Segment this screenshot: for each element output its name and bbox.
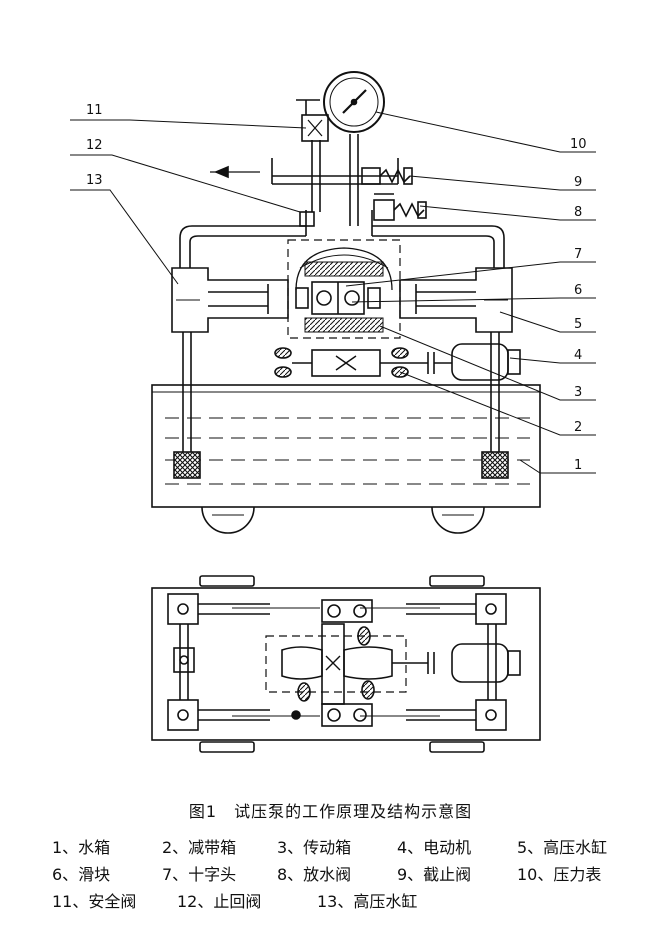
callout-labels: 1 2 3 4 5 6 7 8 9 10 11 12 13 (86, 103, 587, 473)
legend-item: 4、电动机 (397, 837, 472, 857)
figure-legend: 1、水箱 2、减带箱 3、传动箱 4、电动机 5、高压水缸 6、滑块 7、十字头… (52, 832, 652, 913)
callout-8: 8 (574, 205, 582, 220)
discharge-pipes (179, 225, 505, 268)
callout-4: 4 (574, 348, 582, 363)
leader-lines (70, 111, 596, 474)
legend-item: 12、止回阀 (177, 891, 262, 911)
callout-6: 6 (574, 283, 582, 298)
legend-row: 11、安全阀 12、止回阀 13、高压水缸 (52, 886, 652, 913)
water-tank (151, 384, 541, 508)
safety-valve (296, 99, 329, 142)
callout-10: 10 (570, 137, 587, 152)
top-valve-assembly (210, 134, 399, 236)
callout-9: 9 (574, 175, 582, 190)
pump-diagram: 1 2 3 4 5 6 7 8 9 10 11 12 13 (70, 71, 596, 753)
legend-item: 11、安全阀 (52, 891, 137, 911)
pressure-gauge (323, 71, 385, 133)
top-view (151, 575, 541, 753)
callout-3: 3 (574, 385, 582, 400)
callout-13: 13 (86, 173, 103, 188)
legend-item: 3、传动箱 (277, 837, 352, 857)
drain-valve (373, 193, 427, 221)
legend-item: 10、压力表 (517, 864, 602, 884)
front-wheels (201, 506, 485, 534)
legend-item: 9、截止阀 (397, 864, 472, 884)
electric-motor (427, 343, 521, 381)
legend-item: 5、高压水缸 (517, 837, 608, 857)
legend-item: 13、高压水缸 (317, 891, 418, 911)
legend-item: 6、滑块 (52, 864, 111, 884)
left-high-pressure-cylinder (171, 267, 289, 333)
legend-item: 8、放水阀 (277, 864, 352, 884)
figure-caption: 图1 试压泵的工作原理及结构示意图 (188, 802, 473, 821)
callout-7: 7 (574, 247, 582, 262)
legend-item: 7、十字头 (162, 864, 237, 884)
legend-row: 1、水箱 2、减带箱 3、传动箱 4、电动机 5、高压水缸 (52, 832, 652, 859)
callout-11: 11 (86, 103, 103, 118)
suction-pipes (173, 332, 509, 479)
callout-12: 12 (86, 138, 103, 153)
legend-row: 6、滑块 7、十字头 8、放水阀 9、截止阀 10、压力表 (52, 859, 652, 886)
callout-2: 2 (574, 420, 582, 435)
legend-item: 2、减带箱 (162, 837, 237, 857)
legend-item: 1、水箱 (52, 837, 111, 857)
crosshead-housing (287, 239, 401, 339)
callout-1: 1 (574, 458, 582, 473)
reducer-belt-box (274, 347, 428, 378)
callout-5: 5 (574, 317, 582, 332)
